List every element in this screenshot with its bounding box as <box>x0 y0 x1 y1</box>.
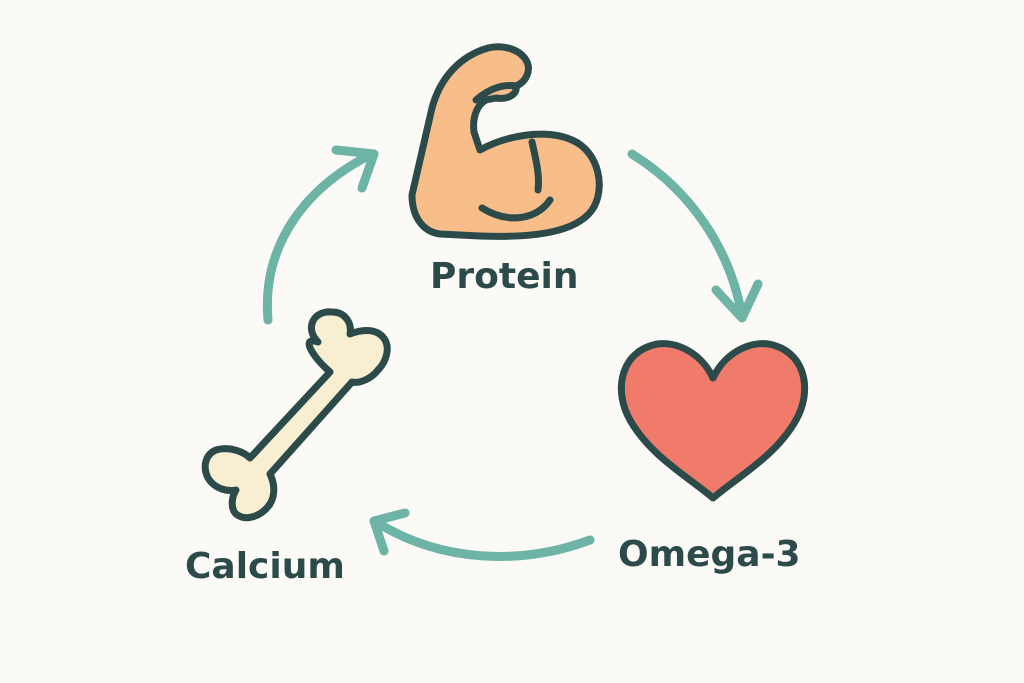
arrow-calcium-to-protein <box>262 145 379 325</box>
arrow-protein-to-omega <box>627 149 763 323</box>
heart-icon <box>617 340 809 502</box>
omega-3-label: Omega-3 <box>618 534 801 575</box>
calcium-label: Calcium <box>185 546 345 587</box>
flexed-arm-icon <box>408 43 603 240</box>
arrow-omega-to-calcium <box>369 508 595 561</box>
bone-icon <box>201 308 391 522</box>
protein-label: Protein <box>430 256 579 297</box>
